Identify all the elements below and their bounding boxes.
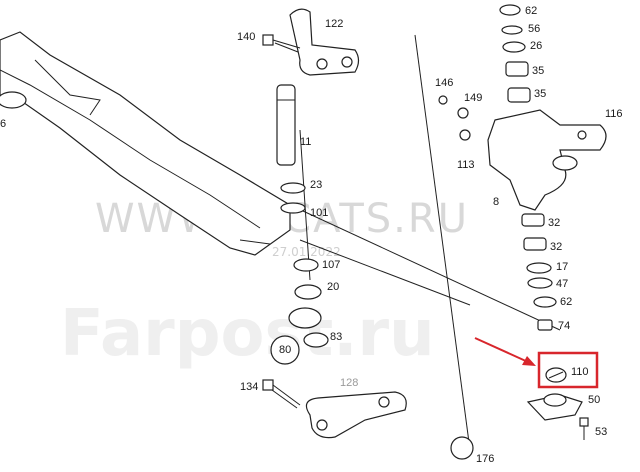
label-11: 11 [300, 136, 311, 148]
highlight-arrow [474, 337, 536, 366]
cap-110 [545, 367, 567, 383]
label-128: 128 [340, 377, 358, 389]
label-8: 8 [493, 196, 499, 208]
label-32-b: 32 [550, 241, 562, 253]
label-110: 110 [571, 366, 589, 378]
watermark-brand: Farpost.ru [60, 297, 435, 371]
label-6: 6 [0, 118, 6, 130]
label-149: 149 [464, 92, 482, 104]
label-107: 107 [322, 259, 340, 271]
label-116: 116 [605, 108, 623, 120]
label-140: 140 [237, 31, 255, 43]
cap-80 [270, 335, 300, 365]
label-134: 134 [240, 381, 258, 393]
bushing-23 [280, 182, 306, 194]
label-35-a: 35 [532, 65, 544, 77]
label-56: 56 [528, 23, 540, 35]
axle-beam [0, 31, 291, 256]
label-74: 74 [558, 320, 570, 332]
bushing-101 [280, 202, 306, 214]
ring-83 [303, 332, 329, 348]
label-23: 23 [310, 179, 322, 191]
part-labels: 122 140 11 23 101 107 20 83 80 134 128 6… [0, 5, 623, 465]
label-20: 20 [327, 281, 339, 293]
label-53: 53 [595, 426, 607, 438]
label-17: 17 [556, 261, 568, 273]
label-83: 83 [330, 331, 342, 343]
label-80: 80 [279, 344, 291, 356]
label-50: 50 [588, 394, 600, 406]
king-pin-11 [276, 84, 296, 166]
label-35-b: 35 [534, 88, 546, 100]
label-101: 101 [310, 207, 328, 219]
label-32-a: 32 [548, 217, 560, 229]
pitman-arm-122 [289, 8, 360, 76]
seal-83 [288, 307, 322, 329]
bushing-20 [294, 284, 322, 300]
highlight-box [537, 351, 599, 389]
label-62-bottom: 62 [560, 296, 572, 308]
label-146: 146 [435, 77, 453, 89]
label-62-top: 62 [525, 5, 537, 17]
bolt-140 [262, 34, 301, 53]
label-176: 176 [476, 453, 494, 465]
bolt-134 [262, 379, 301, 409]
right-stack [438, 4, 607, 460]
steering-arm-128 [305, 391, 407, 439]
label-122: 122 [325, 18, 343, 30]
label-113: 113 [457, 159, 475, 171]
label-47: 47 [556, 278, 568, 290]
label-26: 26 [530, 40, 542, 52]
washer-107 [293, 258, 319, 272]
